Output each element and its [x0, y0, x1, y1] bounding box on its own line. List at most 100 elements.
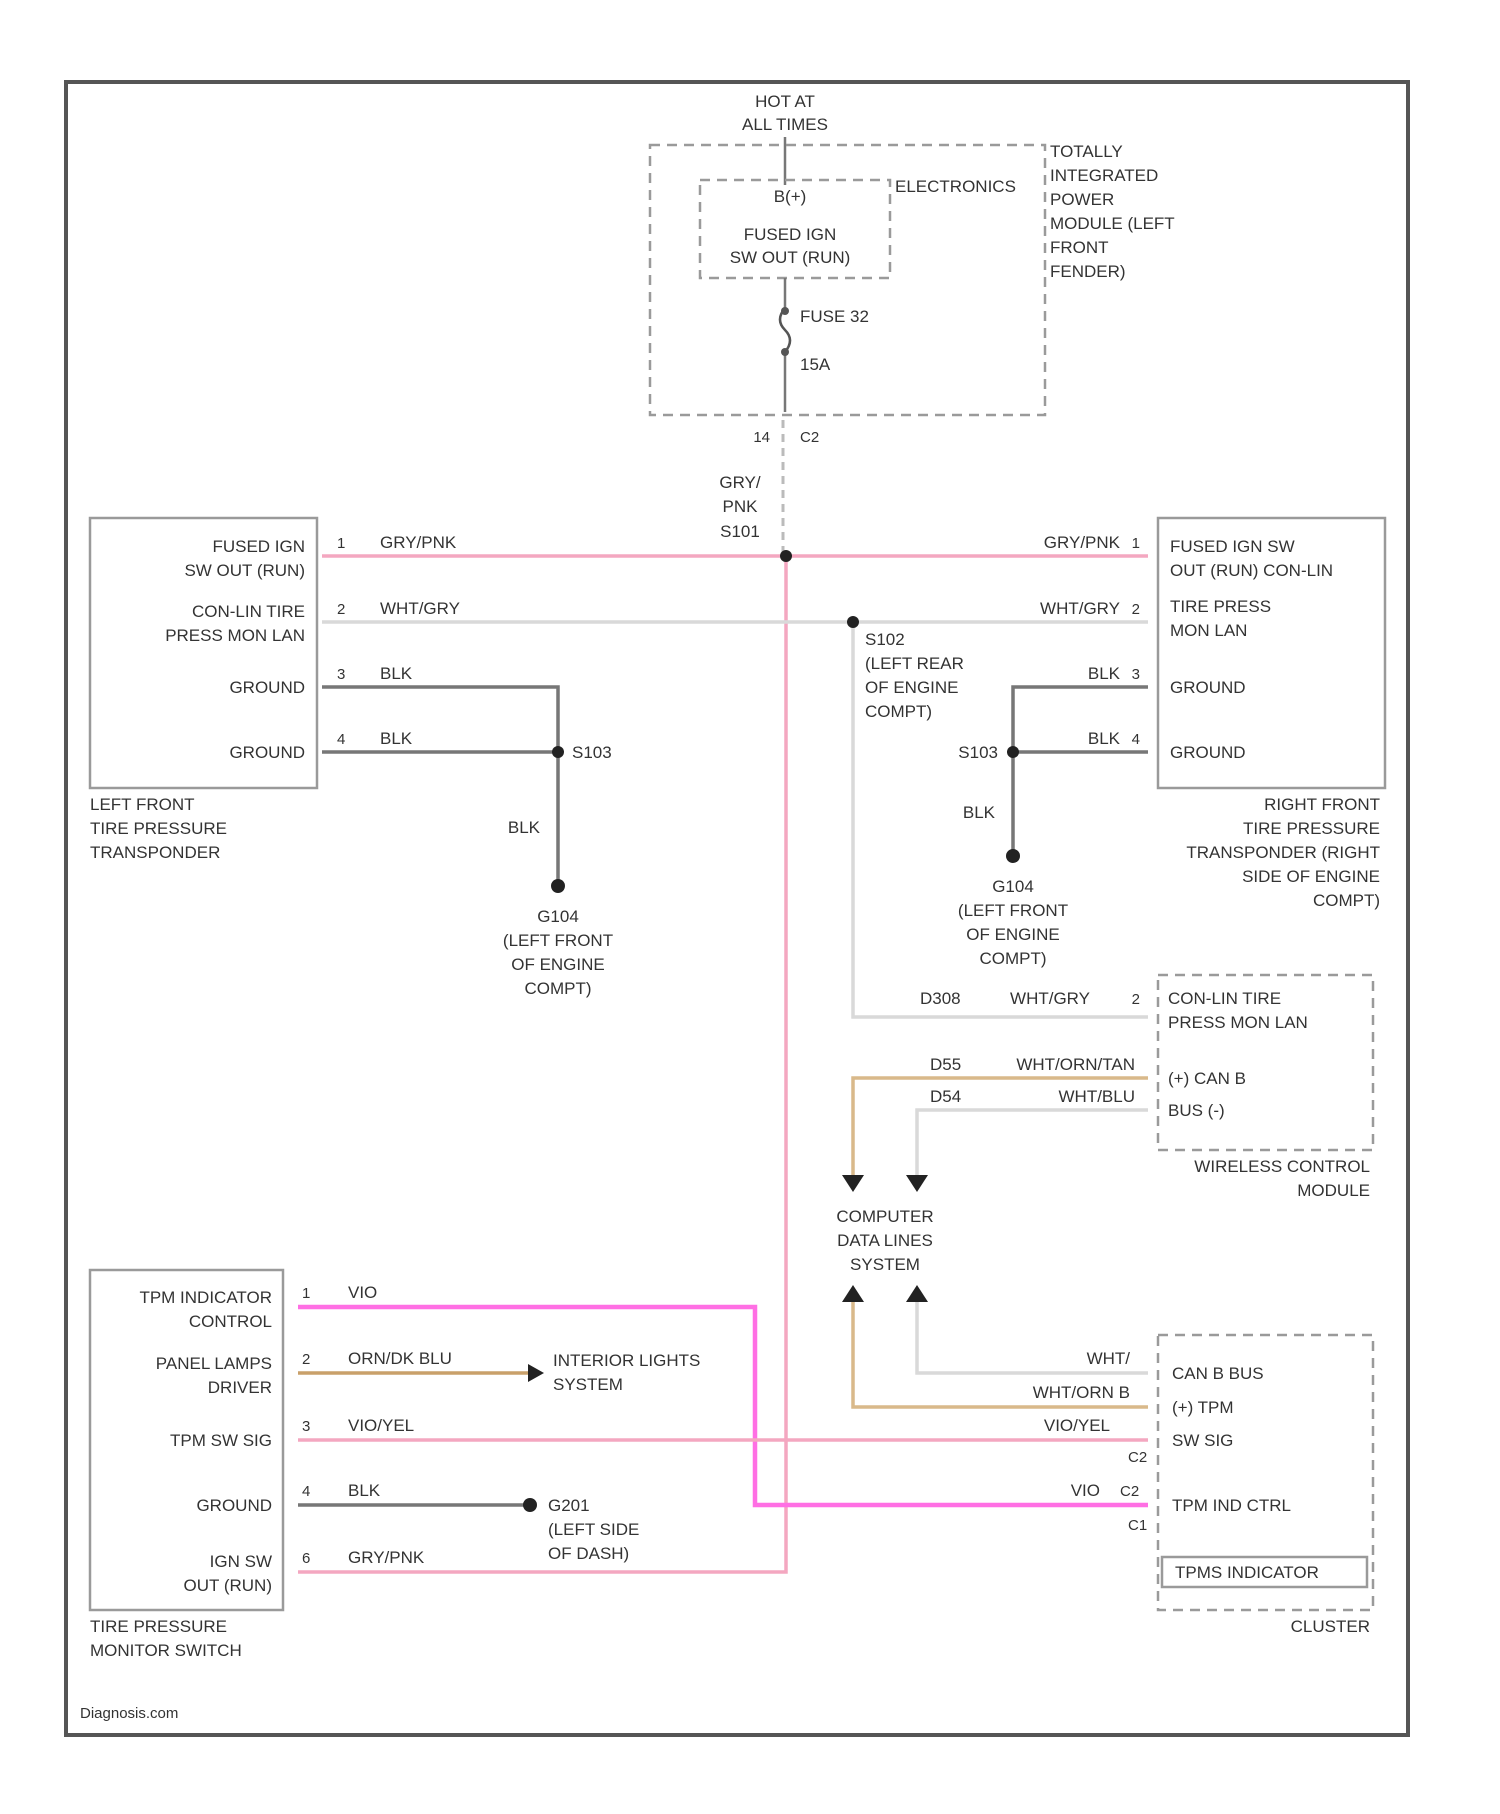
- sw-pin1-label-2: CONTROL: [189, 1312, 272, 1331]
- hot-label-1: HOT AT: [755, 92, 815, 111]
- rf-pin3-wire: BLK: [1088, 664, 1121, 683]
- lf-ground-wire: BLK: [508, 818, 541, 837]
- rf-name-2: TRANSPONDER (RIGHT: [1186, 843, 1380, 862]
- splice-s102: [847, 616, 859, 628]
- arrow-up-right: [906, 1285, 928, 1302]
- lf-pin2-wire: WHT/GRY: [380, 599, 460, 618]
- lf-pin1-wire: GRY/PNK: [380, 533, 457, 552]
- sw-pin1-label-1: TPM INDICATOR: [139, 1288, 272, 1307]
- g201-label-1: (LEFT SIDE: [548, 1520, 639, 1539]
- sw-pin3-num: 3: [302, 1418, 310, 1435]
- tipm-name-2: POWER: [1050, 190, 1114, 209]
- arrow-down-right: [906, 1175, 928, 1192]
- fuse-amp-label: 15A: [800, 355, 831, 374]
- rf-ground-1: (LEFT FRONT: [958, 901, 1068, 920]
- tipm-name-5: FENDER): [1050, 262, 1126, 281]
- wireless-control-module: CON-LIN TIRE PRESS MON LAN (+) CAN B BUS…: [920, 975, 1373, 1200]
- rf-name-1: TIRE PRESSURE: [1243, 819, 1380, 838]
- lf-pin2-label-1: CON-LIN TIRE: [192, 602, 305, 621]
- sw-pin2-num: 2: [302, 1351, 310, 1368]
- cluster-pin3-conn: C2: [1128, 1449, 1147, 1466]
- cluster-pin2-label: (+) TPM: [1172, 1398, 1234, 1417]
- fuse-label: FUSE 32: [800, 307, 869, 326]
- sw-pin4-wire: BLK: [348, 1481, 381, 1500]
- wcm-pin2-wire: WHT/ORN/TAN: [1016, 1055, 1135, 1074]
- lf-ground-0: G104: [537, 907, 579, 926]
- lf-pin2-label-2: PRESS MON LAN: [165, 626, 305, 645]
- splice-s101: [780, 550, 792, 562]
- arrow-down-left: [842, 1175, 864, 1192]
- rf-ground-0: G104: [992, 877, 1034, 896]
- data-lines-1: DATA LINES: [837, 1231, 933, 1250]
- fused-ign-label-2: SW OUT (RUN): [730, 248, 851, 267]
- wcm-pin1-num: 2: [1132, 991, 1140, 1008]
- rf-pin2-label-2: MON LAN: [1170, 621, 1247, 640]
- cluster-pin2-wire: WHT/ORN B: [1033, 1383, 1130, 1402]
- rf-pin1-num: 1: [1132, 535, 1140, 552]
- rf-pin2-label-1: TIRE PRESS: [1170, 597, 1271, 616]
- wcm-pin2-id: D55: [930, 1055, 961, 1074]
- cluster-pin3-label: SW SIG: [1172, 1431, 1233, 1450]
- data-lines-2: SYSTEM: [850, 1255, 920, 1274]
- sw-pin1-wire: VIO: [348, 1283, 377, 1302]
- wcm-pin1-id: D308: [920, 989, 961, 1008]
- lf-name-1: TIRE PRESSURE: [90, 819, 227, 838]
- sw-pin6-label-1: IGN SW: [210, 1552, 272, 1571]
- tipm-group: HOT AT ALL TIMES B(+) FUSED IGN SW OUT (…: [650, 92, 1175, 541]
- tpms-switch: TPM INDICATOR CONTROL PANEL LAMPS DRIVER…: [90, 1270, 700, 1660]
- cluster: CAN B BUS (+) TPM SW SIG TPM IND CTRL WH…: [1033, 1335, 1373, 1636]
- cluster-pin4-label: TPM IND CTRL: [1172, 1496, 1291, 1515]
- sw-pin4-label: GROUND: [196, 1496, 272, 1515]
- rf-pin3-num: 3: [1132, 666, 1140, 683]
- lf-pin1-num: 1: [337, 535, 345, 552]
- rf-splice-label: S103: [958, 743, 998, 762]
- rf-pin4-wire: BLK: [1088, 729, 1121, 748]
- lf-name-2: TRANSPONDER: [90, 843, 220, 862]
- lf-name-0: LEFT FRONT: [90, 795, 195, 814]
- hot-label-2: ALL TIMES: [742, 115, 828, 134]
- wcm-name-0: WIRELESS CONTROL: [1194, 1157, 1370, 1176]
- sw-name-0: TIRE PRESSURE: [90, 1617, 227, 1636]
- sw-pin6-wire: GRY/PNK: [348, 1548, 425, 1567]
- wcm-pin1-label-1: CON-LIN TIRE: [1168, 989, 1281, 1008]
- wcm-pin1-wire: WHT/GRY: [1010, 989, 1090, 1008]
- rf-name-3: SIDE OF ENGINE: [1242, 867, 1380, 886]
- tipm-name-4: FRONT: [1050, 238, 1109, 257]
- trunk-wire-gry: GRY/: [719, 473, 761, 492]
- rf-name-4: COMPT): [1313, 891, 1380, 910]
- cluster-pin1-label: CAN B BUS: [1172, 1364, 1264, 1383]
- wcm-pin3-id: D54: [930, 1087, 961, 1106]
- data-lines-0: COMPUTER: [836, 1207, 933, 1226]
- rf-ground-wire: BLK: [963, 803, 996, 822]
- sw-pin4-num: 4: [302, 1483, 310, 1500]
- diagram-frame: [66, 82, 1408, 1735]
- tipm-name-1: INTEGRATED: [1050, 166, 1158, 185]
- lf-pin3-label: GROUND: [229, 678, 305, 697]
- rf-pin4-num: 4: [1132, 731, 1140, 748]
- connector-c2-label: C2: [800, 429, 819, 446]
- rf-pin1-wire: GRY/PNK: [1044, 533, 1121, 552]
- sw-pin2-label-2: DRIVER: [208, 1378, 272, 1397]
- splice-s101-label: S101: [720, 522, 760, 541]
- wcm-pin1-label-2: PRESS MON LAN: [1168, 1013, 1308, 1032]
- lf-pin3-wire: BLK: [380, 664, 413, 683]
- fused-ign-label-1: FUSED IGN: [744, 225, 837, 244]
- s102-label-1: (LEFT REAR: [865, 654, 964, 673]
- wire-lf-blk-3: [322, 687, 558, 752]
- s102-label-2: OF ENGINE: [865, 678, 959, 697]
- ground-g104-left: [551, 879, 565, 893]
- rf-pin4-label: GROUND: [1170, 743, 1246, 762]
- rf-pin1-label-2: OUT (RUN) CON-LIN: [1170, 561, 1333, 580]
- lf-ground-3: COMPT): [524, 979, 591, 998]
- rf-pin2-wire: WHT/GRY: [1040, 599, 1120, 618]
- g201-label-0: G201: [548, 1496, 590, 1515]
- lf-pin1-label-1: FUSED IGN: [212, 537, 305, 556]
- pin-14-label: 14: [753, 429, 770, 446]
- sw-pin2-label-1: PANEL LAMPS: [156, 1354, 272, 1373]
- wcm-pin3-label: BUS (-): [1168, 1101, 1225, 1120]
- ground-g201: [523, 1498, 537, 1512]
- lf-splice-label: S103: [572, 743, 612, 762]
- lf-pin3-num: 3: [337, 666, 345, 683]
- sw-pin3-wire: VIO/YEL: [348, 1416, 414, 1435]
